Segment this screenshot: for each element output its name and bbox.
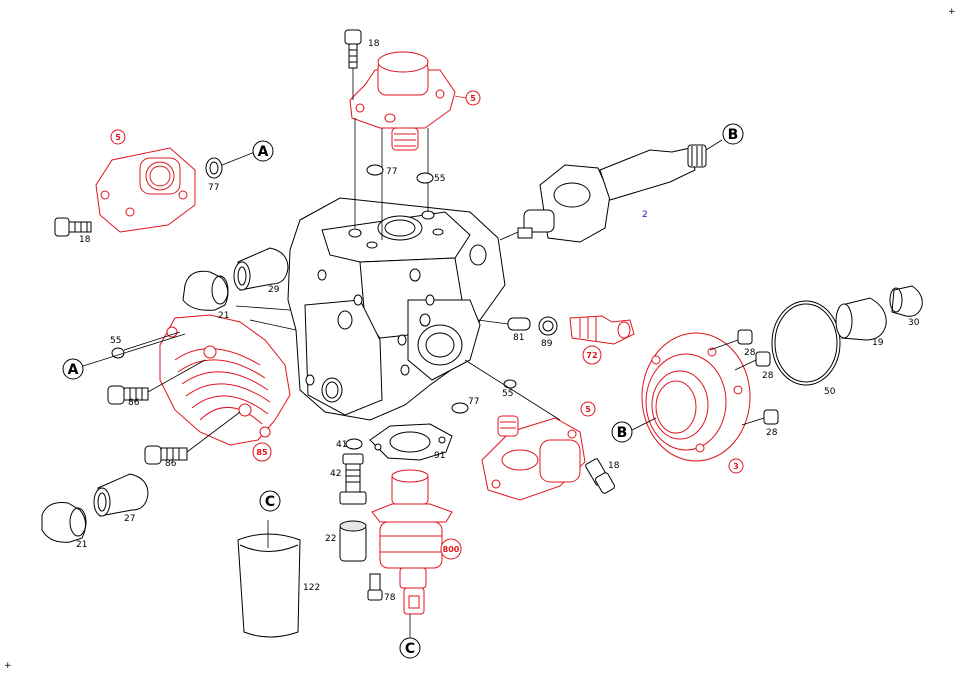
label-86-upper: 86 bbox=[128, 398, 140, 408]
bolt-28-lower bbox=[741, 409, 779, 426]
sleeve-22 bbox=[339, 520, 367, 562]
spring-89 bbox=[538, 316, 558, 336]
callout-b-right: B bbox=[611, 417, 657, 443]
svg-text:A: A bbox=[68, 362, 79, 378]
cap-21-upper bbox=[182, 270, 229, 311]
washer-55-top bbox=[416, 172, 434, 184]
label-41: 41 bbox=[336, 440, 347, 450]
washer-55-right bbox=[503, 379, 517, 389]
label-5-top: 5 bbox=[454, 90, 481, 106]
label-55-right: 55 bbox=[502, 389, 513, 399]
seal-ring-50 bbox=[771, 300, 841, 386]
sleeve-122 bbox=[237, 520, 301, 638]
seal-77-right bbox=[451, 402, 469, 414]
fitting-42 bbox=[339, 453, 367, 505]
label-86-lower: 86 bbox=[165, 459, 177, 469]
sleeve-19 bbox=[835, 297, 887, 341]
top-flange-assembly bbox=[349, 51, 456, 240]
svg-text:800: 800 bbox=[443, 545, 460, 554]
svg-text:5: 5 bbox=[470, 94, 476, 103]
svg-text:A: A bbox=[258, 144, 269, 160]
left-flange-assembly bbox=[95, 147, 256, 233]
label-2: 2 bbox=[642, 210, 648, 220]
label-28-lower: 28 bbox=[766, 428, 778, 438]
label-18-top: 18 bbox=[368, 39, 380, 49]
callout-b-top: B bbox=[722, 123, 744, 145]
bolt-28-middle bbox=[734, 351, 771, 371]
label-18-left: 18 bbox=[79, 235, 91, 245]
callout-a-left: A bbox=[62, 333, 186, 380]
label-30: 30 bbox=[908, 318, 920, 328]
left-cover-85 bbox=[159, 314, 291, 446]
svg-text:C: C bbox=[265, 494, 275, 510]
callout-a-top: A bbox=[252, 140, 274, 162]
fitting-81 bbox=[477, 317, 531, 331]
seal-41 bbox=[345, 438, 363, 450]
svg-text:5: 5 bbox=[115, 133, 121, 142]
label-21-upper: 21 bbox=[218, 311, 229, 321]
screw-86-lower bbox=[144, 411, 241, 465]
metering-unit-800 bbox=[371, 469, 453, 615]
label-77-top: 77 bbox=[386, 167, 397, 177]
svg-text:B: B bbox=[617, 425, 628, 441]
callout-c-bottom: C bbox=[399, 614, 421, 659]
seal-77-top bbox=[366, 164, 384, 176]
label-19: 19 bbox=[872, 338, 884, 348]
label-800: 800 bbox=[440, 538, 462, 560]
label-78: 78 bbox=[384, 593, 396, 603]
screw-18-top bbox=[344, 29, 362, 100]
screw-18-left bbox=[54, 217, 92, 237]
bolt-28-upper bbox=[709, 329, 753, 351]
svg-text:5: 5 bbox=[585, 405, 591, 414]
svg-text:72: 72 bbox=[586, 351, 597, 360]
label-22: 22 bbox=[325, 534, 336, 544]
screw-78 bbox=[367, 573, 383, 601]
label-55-left: 55 bbox=[110, 336, 121, 346]
svg-text:C: C bbox=[405, 641, 415, 657]
svg-text:3: 3 bbox=[733, 462, 739, 471]
callout-c-top: C bbox=[259, 490, 281, 512]
label-77-left: 77 bbox=[208, 183, 219, 193]
label-72: 72 bbox=[582, 345, 602, 365]
label-29: 29 bbox=[268, 285, 280, 295]
label-21-lower: 21 bbox=[76, 540, 87, 550]
svg-text:B: B bbox=[728, 127, 739, 143]
screw-18-right bbox=[585, 458, 615, 494]
label-50: 50 bbox=[824, 387, 836, 397]
label-42: 42 bbox=[330, 469, 341, 479]
label-89: 89 bbox=[541, 339, 553, 349]
label-122: 122 bbox=[303, 583, 320, 593]
gasket-91 bbox=[369, 423, 453, 461]
label-3: 3 bbox=[728, 458, 744, 474]
label-28-middle: 28 bbox=[762, 371, 774, 381]
screw-86-upper bbox=[107, 359, 206, 405]
sleeve-29 bbox=[233, 247, 289, 291]
corner-mark-top-right: + bbox=[948, 7, 956, 17]
pump-housing bbox=[235, 197, 506, 421]
drive-shaft-assembly bbox=[499, 139, 723, 243]
corner-mark-bottom-left: + bbox=[4, 661, 12, 671]
label-77-right: 77 bbox=[468, 397, 479, 407]
svg-text:85: 85 bbox=[256, 448, 268, 457]
valve-72 bbox=[569, 315, 635, 345]
flange-3 bbox=[641, 332, 751, 462]
label-18-right: 18 bbox=[608, 461, 620, 471]
cap-21-lower bbox=[41, 502, 87, 543]
label-85: 85 bbox=[252, 442, 272, 462]
label-81: 81 bbox=[513, 333, 524, 343]
label-5-right: 5 bbox=[580, 401, 596, 417]
label-5-left: 5 bbox=[110, 129, 126, 145]
label-28-upper: 28 bbox=[744, 348, 756, 358]
sleeve-27 bbox=[93, 473, 149, 517]
label-55-top: 55 bbox=[434, 174, 445, 184]
sleeve-30 bbox=[889, 285, 923, 317]
right-flange-assembly bbox=[481, 415, 586, 501]
label-27: 27 bbox=[124, 514, 135, 524]
label-91: 91 bbox=[434, 451, 445, 461]
